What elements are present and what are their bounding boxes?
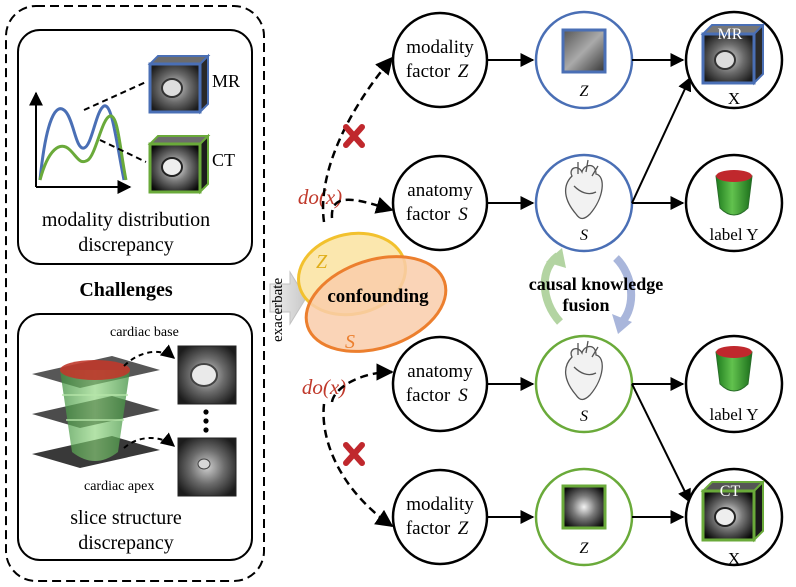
ct-anatomy-line1: anatomy bbox=[407, 361, 473, 382]
mr-modality-factor-node: modality factor Z bbox=[391, 11, 489, 109]
heart-icon bbox=[565, 159, 603, 220]
slice-stack bbox=[32, 356, 160, 468]
challenges-heading: Challenges bbox=[79, 279, 173, 301]
do-x-label-bottom: do(x) bbox=[302, 375, 346, 399]
ct-s-node: S bbox=[534, 334, 634, 434]
cross-icon-top bbox=[343, 124, 365, 148]
mr-anatomy-line1: anatomy bbox=[407, 180, 473, 201]
mr-anatomy-var: S bbox=[458, 204, 468, 225]
mr-x-label: X bbox=[728, 89, 740, 108]
mr-modality-line1: modality bbox=[406, 37, 474, 58]
mr-cube-tag: MR bbox=[718, 26, 743, 43]
fusion-label-line1: causal knowledge bbox=[529, 274, 664, 294]
ct-anatomy-line2: factor bbox=[406, 385, 451, 406]
heart-icon bbox=[565, 340, 603, 401]
ct-label-y-node: label Y bbox=[684, 334, 784, 434]
modality-caption-line1: modality distribution bbox=[42, 209, 210, 231]
modality-discrepancy-panel: MR CT modality distribution discrepancy bbox=[17, 29, 253, 265]
slice-discrepancy-panel: cardiac base cardiac apex slice structur… bbox=[17, 313, 253, 561]
cardiac-apex-label: cardiac apex bbox=[84, 479, 154, 494]
confounding-ellipses bbox=[297, 231, 448, 353]
ct-s-label: S bbox=[580, 408, 588, 425]
ct-cube-tag: CT bbox=[720, 483, 741, 500]
mr-modality-var: Z bbox=[458, 61, 469, 82]
do-arrow-to-modality-ct bbox=[322, 403, 394, 528]
mr-s-label: S bbox=[580, 227, 588, 244]
ct-z-label: Z bbox=[580, 540, 590, 557]
mr-label-y-text: label Y bbox=[710, 225, 759, 244]
fusion-label-line2: fusion bbox=[562, 295, 609, 315]
ct-z-node: Z bbox=[534, 467, 634, 567]
ct-anatomy-var: S bbox=[458, 385, 468, 406]
mr-z-node: Z bbox=[534, 10, 634, 110]
ct-x-label: X bbox=[728, 549, 740, 568]
ct-x-node: CT X bbox=[684, 467, 784, 568]
confounding-s-label: S bbox=[345, 331, 355, 353]
modality-caption-line2: discrepancy bbox=[78, 234, 174, 256]
ct-modality-line1: modality bbox=[406, 494, 474, 515]
ct-modality-image bbox=[561, 484, 607, 530]
mr-s-node: S bbox=[534, 153, 634, 253]
mr-small-label: MR bbox=[212, 71, 240, 91]
do-arrow-to-modality-mr bbox=[321, 56, 394, 223]
ct-anatomy-factor-node: anatomy factor S bbox=[391, 335, 489, 433]
slice-caption-line1: slice structure bbox=[70, 507, 182, 529]
cross-icon-bottom bbox=[343, 442, 365, 466]
challenges-outer-box bbox=[5, 5, 265, 582]
ct-distribution-curve bbox=[38, 114, 128, 181]
mr-modality-line2: factor bbox=[406, 61, 451, 82]
mr-label-y-node: label Y bbox=[684, 153, 784, 253]
mr-image-cube bbox=[701, 32, 756, 85]
mr-anatomy-factor-node: anatomy factor S bbox=[391, 154, 489, 252]
ct-modality-var: Z bbox=[458, 518, 469, 539]
fusion-arrow-blue bbox=[612, 255, 636, 325]
confounding-z-label: Z bbox=[316, 251, 328, 273]
ct-modality-factor-node: modality factor Z bbox=[391, 468, 489, 566]
do-arrow-to-anatomy-ct bbox=[330, 363, 394, 403]
mr-anatomy-line2: factor bbox=[406, 204, 451, 225]
mr-modality-image bbox=[561, 28, 607, 74]
mr-z-label: Z bbox=[580, 83, 590, 100]
mr-x-node: MR X bbox=[684, 10, 784, 110]
cardiac-base-label: cardiac base bbox=[110, 325, 179, 340]
ct-label-y-text: label Y bbox=[710, 405, 759, 424]
ct-small-label: CT bbox=[212, 150, 235, 170]
ct-modality-line2: factor bbox=[406, 518, 451, 539]
confounding-label: confounding bbox=[327, 286, 429, 307]
mr-small-cube bbox=[147, 53, 211, 115]
slice-caption-line2: discrepancy bbox=[78, 532, 174, 554]
do-arrow-to-anatomy-mr bbox=[330, 196, 394, 219]
exacerbate-label: exacerbate bbox=[270, 278, 286, 342]
ct-small-cube bbox=[147, 133, 211, 195]
exacerbate-arrow bbox=[269, 270, 307, 326]
